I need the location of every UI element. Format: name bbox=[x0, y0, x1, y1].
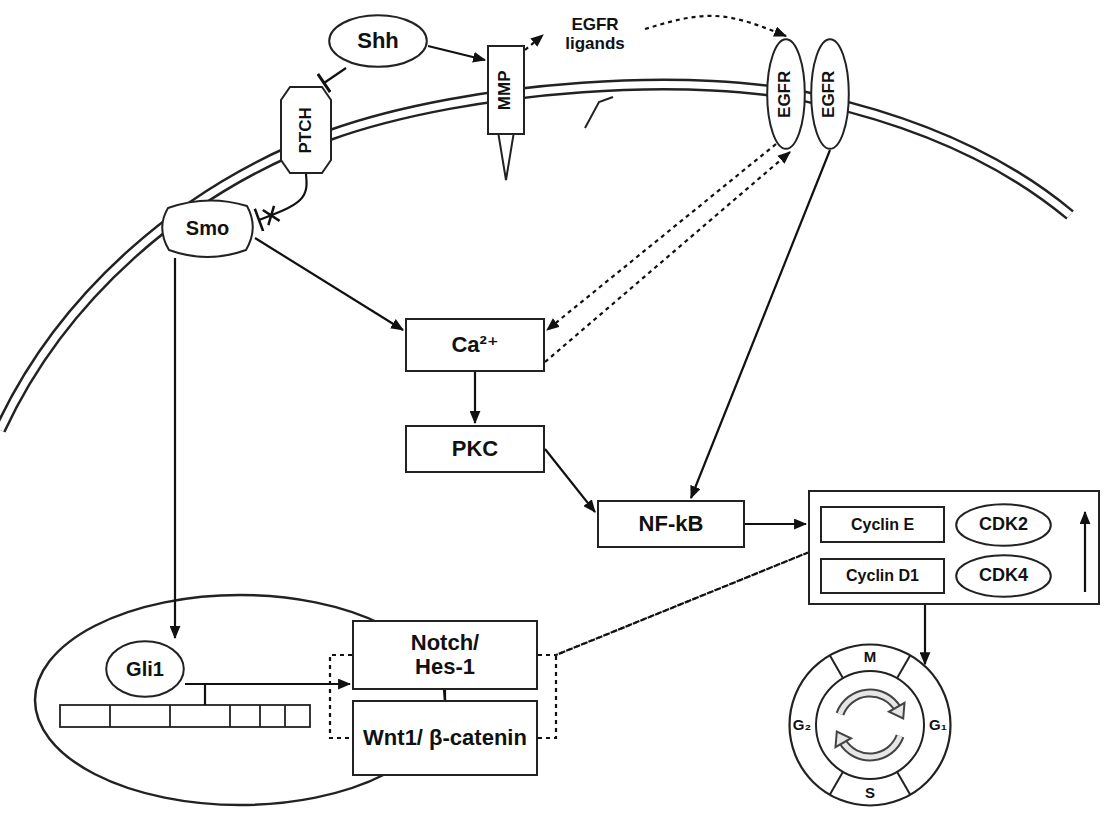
process-box: Cyclin D1 bbox=[820, 558, 945, 594]
node-label: Gli1 bbox=[126, 658, 164, 680]
connector bbox=[259, 174, 307, 220]
connector bbox=[255, 238, 403, 330]
gene-bar bbox=[60, 705, 310, 727]
process-box: PKC bbox=[405, 425, 545, 473]
node-label: EGFR bbox=[821, 70, 840, 117]
ligand-symbol bbox=[585, 97, 613, 128]
cell-cycle-circle-outline bbox=[788, 643, 952, 807]
receptor-shape: Smo bbox=[160, 198, 255, 258]
process-box: Cyclin E bbox=[820, 506, 945, 543]
node-label: CDK2 bbox=[979, 515, 1028, 535]
promoter-line bbox=[204, 684, 206, 705]
group-bracket bbox=[330, 655, 352, 738]
connector bbox=[185, 683, 350, 685]
node-label: CDK4 bbox=[979, 566, 1028, 586]
connectors bbox=[175, 16, 925, 738]
connector bbox=[545, 152, 790, 362]
node-label: Shh bbox=[357, 29, 399, 53]
node-label: PKC bbox=[452, 437, 498, 461]
increase-arrow bbox=[1084, 512, 1086, 592]
receptor-ellipse: EGFR bbox=[766, 38, 806, 150]
node-label: S bbox=[865, 785, 875, 802]
node-label: EGFR bbox=[777, 70, 796, 117]
kinase-ellipse: CDK2 bbox=[955, 503, 1052, 547]
ligand-ellipse: Shh bbox=[328, 14, 428, 68]
node-label: Notch/ Hes-1 bbox=[411, 631, 479, 679]
connector bbox=[547, 144, 776, 330]
node-label: Ca²⁺ bbox=[451, 333, 498, 357]
connector bbox=[525, 35, 543, 50]
factor-ellipse: Gli1 bbox=[105, 640, 185, 698]
cell-membrane bbox=[0, 85, 1070, 430]
connector bbox=[538, 553, 808, 739]
protease-shape: MMP bbox=[487, 45, 525, 135]
node-label: Wnt1/ β-catenin bbox=[363, 726, 527, 750]
node-label: PTCH bbox=[297, 107, 316, 153]
node-label: EGFR ligands bbox=[565, 16, 625, 53]
node-label: Smo bbox=[186, 217, 229, 239]
connector bbox=[474, 372, 476, 423]
cell-membrane-inner bbox=[0, 85, 1070, 430]
connector bbox=[924, 605, 926, 664]
receptor-shape: PTCH bbox=[280, 86, 332, 174]
connector bbox=[645, 16, 786, 36]
process-box: NF-kB bbox=[597, 500, 745, 548]
receptor-ellipse: EGFR bbox=[810, 38, 850, 150]
connector bbox=[428, 46, 485, 60]
node-label: Cyclin E bbox=[851, 516, 914, 534]
ligand-label: EGFR ligands bbox=[545, 10, 645, 60]
gene-segments bbox=[110, 705, 285, 727]
process-box: Notch/ Hes-1 bbox=[352, 620, 538, 690]
node-label: G₂ bbox=[793, 717, 811, 734]
process-box: Ca²⁺ bbox=[405, 318, 545, 372]
node-label: M bbox=[864, 649, 877, 666]
node-label: MMP bbox=[497, 70, 516, 110]
connector bbox=[745, 523, 806, 525]
connector bbox=[444, 690, 446, 700]
connector bbox=[545, 449, 595, 512]
node-label: Cyclin D1 bbox=[846, 567, 919, 585]
cell-cycle-circle: M G₁ S G₂ bbox=[788, 643, 952, 807]
connector bbox=[174, 258, 176, 638]
node-label: NF-kB bbox=[639, 512, 704, 536]
node-label: G₁ bbox=[929, 717, 947, 734]
connector bbox=[691, 150, 830, 498]
kinase-ellipse: CDK4 bbox=[955, 554, 1052, 598]
connector bbox=[324, 68, 346, 83]
process-box: Wnt1/ β-catenin bbox=[352, 700, 538, 776]
group-box: Cyclin E CDK2Cyclin D1 CDK4 bbox=[808, 490, 1100, 605]
